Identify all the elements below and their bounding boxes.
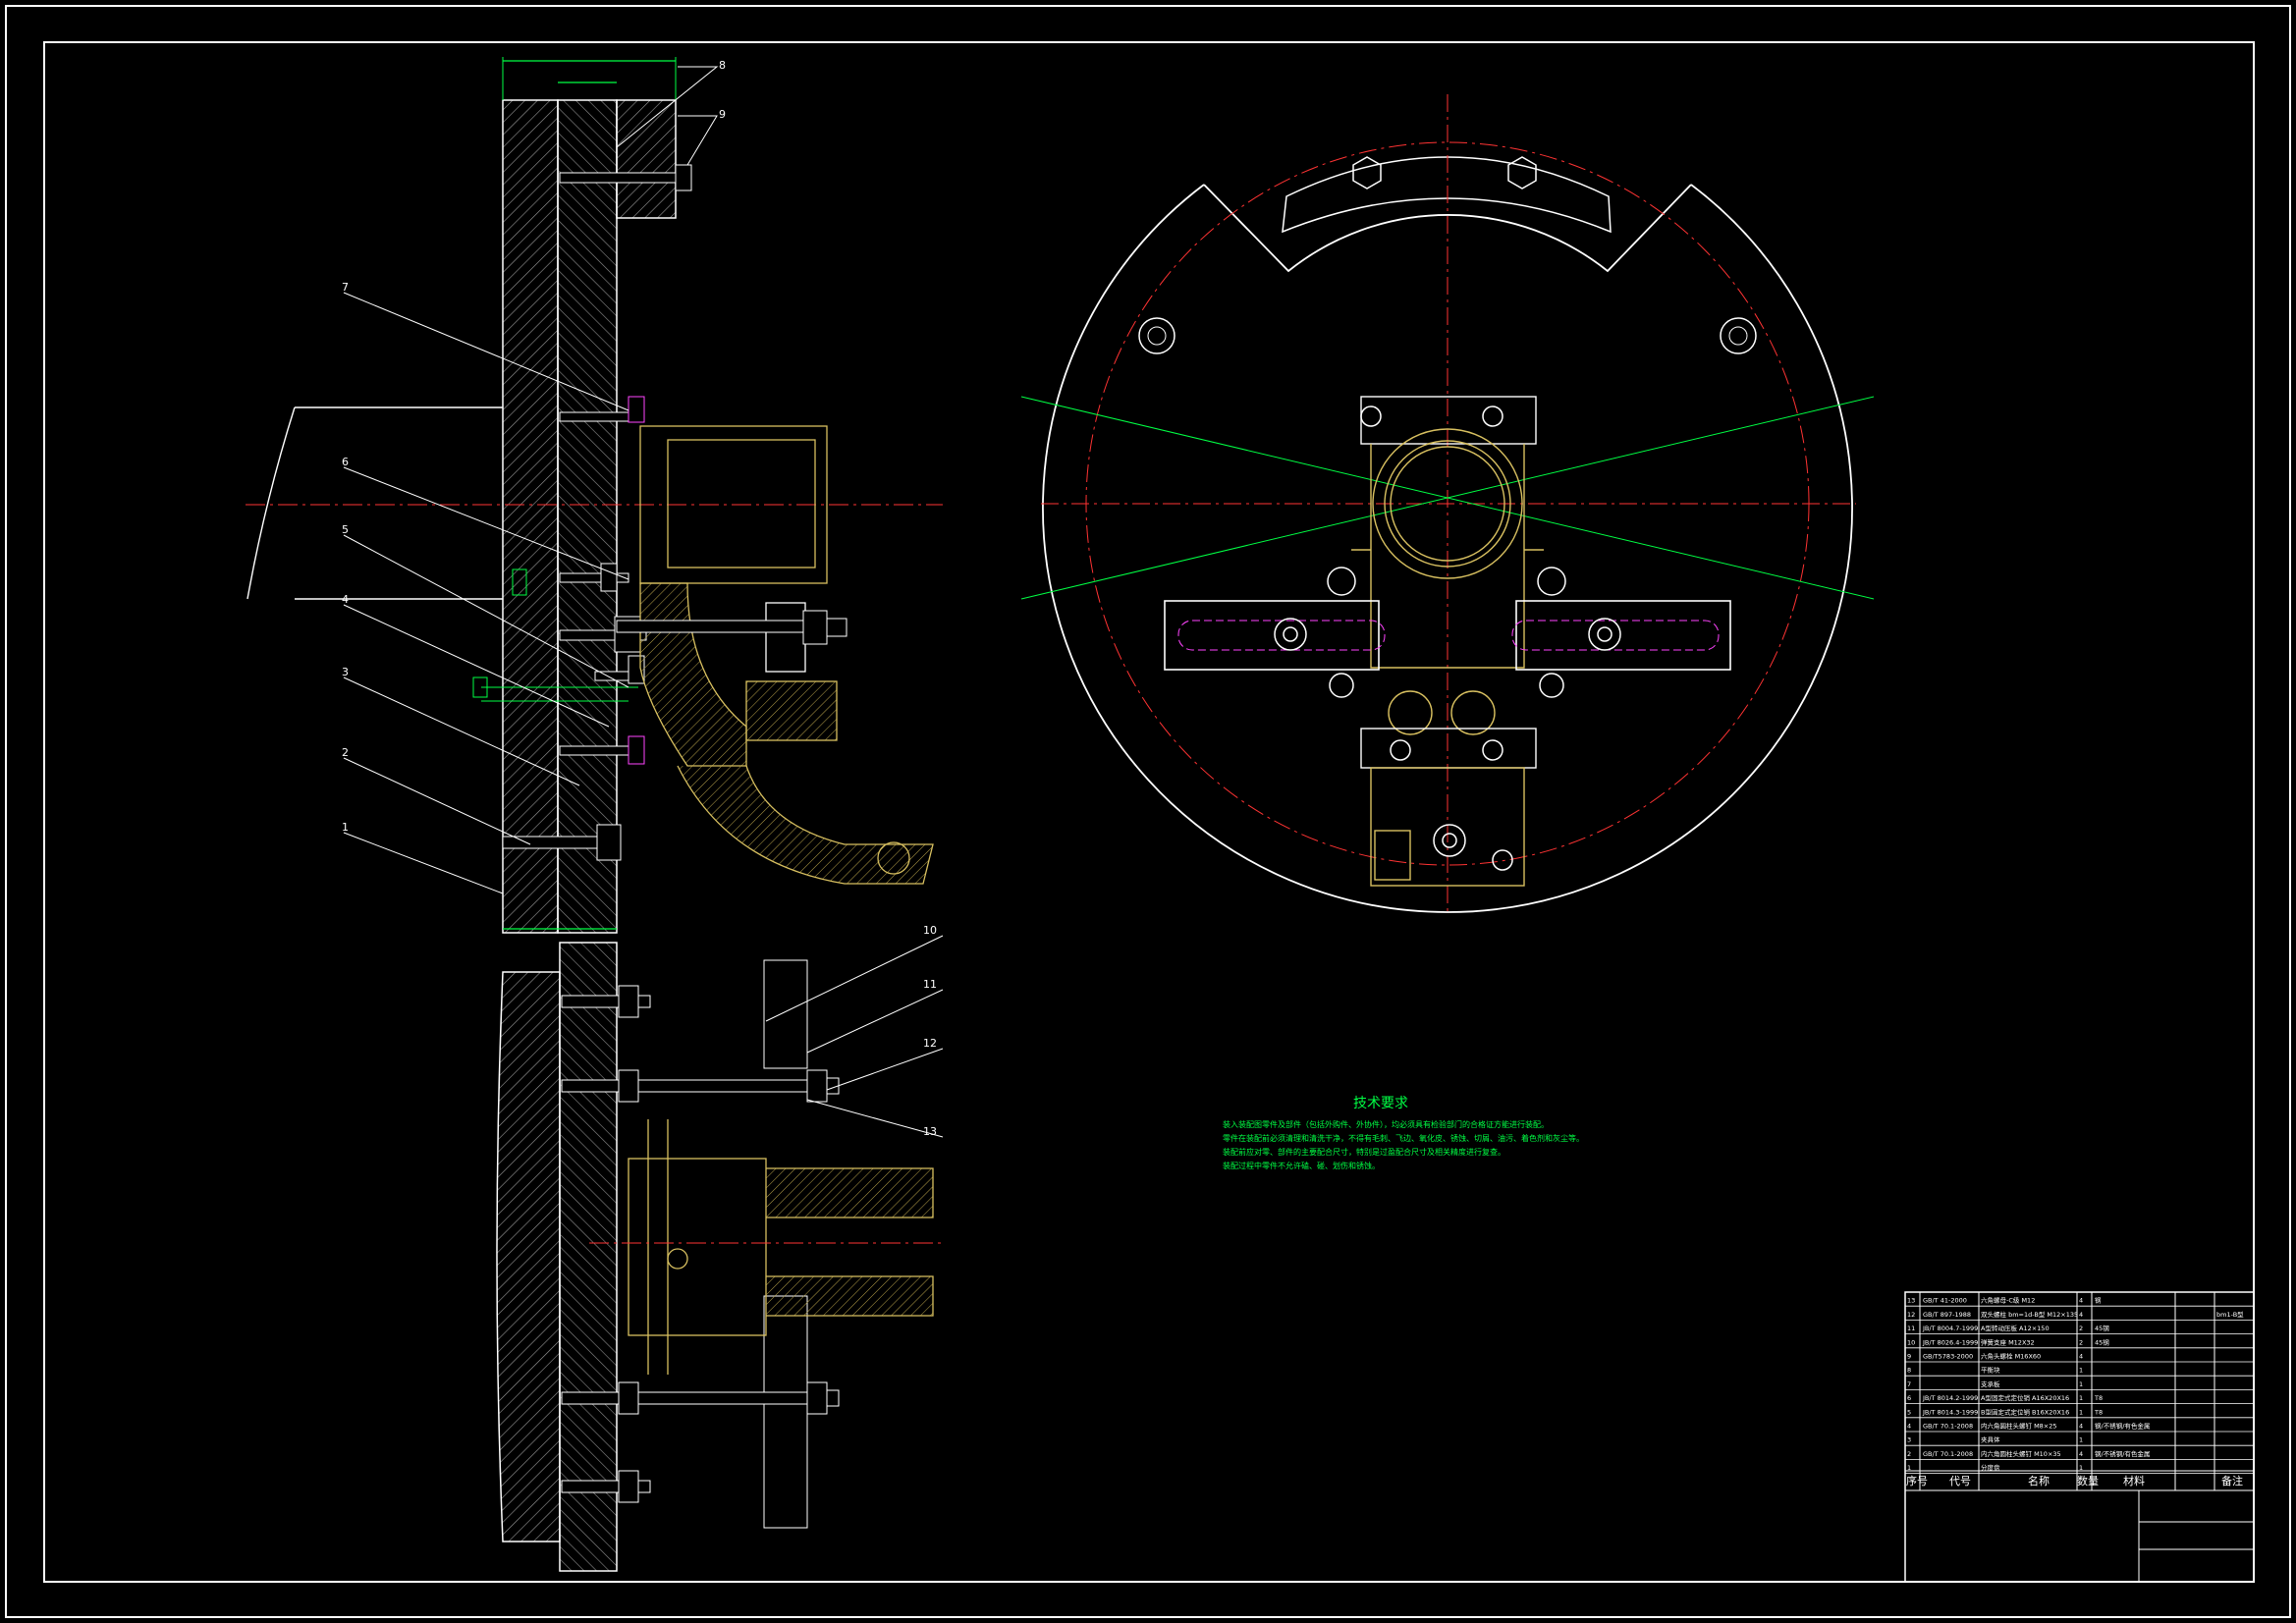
bom-cell-no: 2 xyxy=(1907,1450,1911,1458)
bom-cell-no: 13 xyxy=(1907,1297,1915,1305)
bom-cell-code: JB/T 8026.4-1999 xyxy=(1922,1338,1978,1346)
bom-cell-code: JB/T 8014.3-1999 xyxy=(1922,1408,1978,1416)
bom-cell-mat: 钢 xyxy=(2095,1297,2102,1305)
bom-cell-name: 平衡块 xyxy=(1981,1366,2000,1375)
bom-header-note: 备注 xyxy=(2221,1474,2243,1488)
bom-cell-name: 支承板 xyxy=(1981,1380,2000,1388)
bom-cell-mat: T8 xyxy=(2094,1394,2103,1402)
bom-cell-qty: 1 xyxy=(2079,1367,2083,1375)
bom-header-name: 名称 xyxy=(2028,1474,2050,1488)
part-number: 9 xyxy=(719,108,726,121)
bom-header-mat: 材料 xyxy=(2123,1474,2145,1488)
bom-cell-qty: 4 xyxy=(2079,1311,2083,1319)
bom-cell-no: 4 xyxy=(1907,1423,1911,1431)
bom-cell-qty: 4 xyxy=(2079,1450,2083,1458)
bom-cell-qty: 4 xyxy=(2079,1353,2083,1361)
bom-header-no: 序号 xyxy=(1906,1474,1928,1488)
bom-cell-name: A型转动压板 A12×150 xyxy=(1981,1324,2050,1332)
bom-cell-name: 六角螺母-C级 M12 xyxy=(1981,1296,2035,1305)
part-number: 10 xyxy=(923,924,937,937)
bom-cell-name: 夹具体 xyxy=(1981,1435,2000,1444)
bom-cell-code: GB/T 41-2000 xyxy=(1923,1297,1967,1305)
technical-requirements: 技术要求 装入装配图零件及部件（包括外购件、外协件），均必须具有检验部门的合格证… xyxy=(1223,1096,1584,1170)
bom-cell-no: 6 xyxy=(1907,1394,1911,1402)
bom-cell-qty: 4 xyxy=(2079,1297,2083,1305)
bom-cell-name: B型固定式定位销 B16X20X16 xyxy=(1981,1407,2069,1416)
bom-cell-qty: 2 xyxy=(2079,1325,2083,1332)
bom-cell-qty: 2 xyxy=(2079,1338,2083,1346)
part-number: 2 xyxy=(342,746,349,759)
bom-cell-name: A型固定式定位销 A16X20X16 xyxy=(1981,1393,2069,1402)
bom-cell-no: 8 xyxy=(1907,1367,1911,1375)
bom-cell-name: 分度盘 xyxy=(1981,1463,2000,1472)
bom-cell-qty: 4 xyxy=(2079,1423,2083,1431)
bom-cell-no: 5 xyxy=(1907,1408,1911,1416)
bom-cell-mat: 45钢 xyxy=(2095,1325,2109,1332)
bom-cell-code: JB/T 8014.2-1999 xyxy=(1922,1394,1978,1402)
bom-cell-name: 弹簧支座 M12X32 xyxy=(1981,1337,2035,1346)
note-line: 装配过程中零件不允许磕、碰、划伤和锈蚀。 xyxy=(1223,1161,1380,1170)
bom-cell-no: 10 xyxy=(1907,1338,1915,1346)
bom-cell-no: 11 xyxy=(1907,1325,1915,1332)
left-section-view xyxy=(246,57,944,1572)
bom-cell-mat: 45钢 xyxy=(2095,1338,2109,1346)
bom-cell-no: 12 xyxy=(1907,1311,1915,1319)
bom-cell-code: GB/T 70.1-2008 xyxy=(1923,1423,1973,1431)
bom-cell-mat: 钢/不锈钢/有色金属 xyxy=(2095,1422,2150,1431)
part-number-labels: 8 9 7 6 5 4 3 2 1 10 11 12 13 xyxy=(342,59,937,1138)
bom-cell-mat: 钢/不锈钢/有色金属 xyxy=(2095,1449,2150,1458)
bom-cell-code: GB/T 897-1988 xyxy=(1923,1311,1971,1319)
part-number: 3 xyxy=(342,666,349,678)
bom-cell-qty: 1 xyxy=(2079,1394,2083,1402)
sheet-outer-border xyxy=(5,5,2291,1618)
bom-cell-name: 内六角圆柱头螺钉 M8×25 xyxy=(1981,1422,2057,1431)
note-line: 零件在装配前必须清理和清洗干净，不得有毛刺、飞边、氧化皮、锈蚀、切屑、油污、着色… xyxy=(1223,1133,1584,1143)
bom-cell-qty: 1 xyxy=(2079,1464,2083,1472)
part-number: 6 xyxy=(342,456,349,468)
bom-cell-name: 双头螺柱 bm=1d-B型 M12×135 xyxy=(1981,1310,2078,1319)
note-line: 装入装配图零件及部件（包括外购件、外协件），均必须具有检验部门的合格证方能进行装… xyxy=(1223,1119,1549,1129)
bom-cell-name: 内六角圆柱头螺钉 M10×35 xyxy=(1981,1449,2061,1458)
part-number: 5 xyxy=(342,523,349,536)
bom-header-code: 代号 xyxy=(1949,1475,1971,1488)
part-number: 4 xyxy=(342,593,349,606)
part-number: 1 xyxy=(342,821,349,834)
bom-cell-code: GB/T 70.1-2008 xyxy=(1923,1450,1973,1458)
bom-cell-qty: 1 xyxy=(2079,1408,2083,1416)
bom-cell-no: 3 xyxy=(1907,1436,1911,1444)
notes-title: 技术要求 xyxy=(1353,1096,1408,1111)
top-view xyxy=(1020,94,1875,913)
part-number: 11 xyxy=(923,978,937,991)
bom-cell-code: JB/T 8004.7-1999 xyxy=(1922,1325,1978,1332)
bom-cell-note: bm1-B型 xyxy=(2216,1310,2244,1319)
bom-cell-mat: T8 xyxy=(2094,1408,2103,1416)
bom-cell-qty: 1 xyxy=(2079,1436,2083,1444)
part-number: 12 xyxy=(923,1037,937,1050)
bom-cell-no: 1 xyxy=(1907,1464,1911,1472)
bom-cell-no: 7 xyxy=(1907,1380,1911,1388)
part-number: 13 xyxy=(923,1125,937,1138)
bom-cell-qty: 1 xyxy=(2079,1380,2083,1388)
sheet-inner-border xyxy=(43,41,2255,1583)
bom-header-qty: 数量 xyxy=(2077,1475,2099,1488)
note-line: 装配前应对零、部件的主要配合尺寸，特别是过盈配合尺寸及相关精度进行复查。 xyxy=(1223,1147,1505,1157)
bom-cell-code: GB/T5783-2000 xyxy=(1923,1353,1973,1361)
part-number: 8 xyxy=(719,59,726,72)
bom-cell-name: 六角头螺栓 M16X60 xyxy=(1981,1352,2041,1361)
bom-cell-no: 9 xyxy=(1907,1353,1911,1361)
part-number: 7 xyxy=(342,281,349,294)
